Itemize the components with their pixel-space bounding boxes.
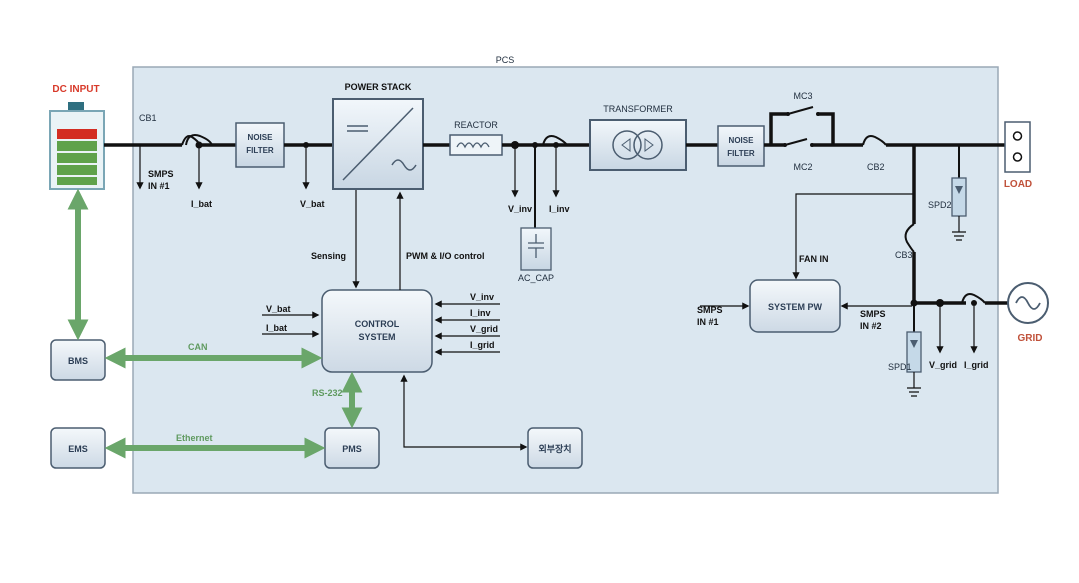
vinv-in-label: V_inv [470,292,494,302]
mc3-bypass-left [769,112,788,145]
transformer-icon [612,130,663,160]
load-socket-icon [1004,121,1031,173]
transformer-label: TRANSFORMER [603,104,673,114]
fan-in-line [792,193,914,280]
external-device-label: 외부장치 [538,443,571,454]
pcs-title: PCS [496,55,515,65]
load-label: LOAD [1004,179,1032,190]
vgrid-node [936,299,944,307]
system-pw-label: SYSTEM PW [768,302,823,312]
control-system-box [321,289,433,373]
cb2-breaker [862,135,887,146]
pwm-label: PWM & I/O control [406,251,485,261]
dc-input-label: DC INPUT [52,84,99,95]
spd2-label: SPD2 [928,200,952,210]
mc3-contact [787,106,814,115]
mc3-bypass-right [818,112,835,145]
vbat-label: V_bat [300,199,325,209]
can-label: CAN [188,342,208,352]
ems-label: EMS [68,444,88,454]
vbat-in-label: V_bat [266,304,291,314]
cb3-label: CB3 [895,250,913,260]
noise-filter-2-line2: FILTER [727,149,755,158]
spd1-ground-icon [907,372,921,397]
control-system-line2: SYSTEM [358,332,395,342]
bms-label: BMS [68,356,88,366]
noise-filter-2-line1: NOISE [729,136,755,145]
mc3-pin-left [786,112,790,116]
igrid-ct [961,293,986,304]
smps-in2-line2: IN #2 [860,321,882,331]
capacitor-icon [528,234,544,258]
noise-filter-2 [717,125,765,167]
noise-filter-1-line1: NOISE [248,133,274,142]
spd1-label: SPD1 [888,362,912,372]
ibat-ct [185,134,213,146]
noise-filter-1 [235,122,285,168]
iinv-in-label: I_inv [470,308,491,318]
cb3-breaker [904,223,915,253]
spd1-icon [910,340,918,348]
converter-icon [342,107,417,181]
iinv-node [553,142,559,148]
external-device-box [527,427,583,469]
ethernet-label: Ethernet [176,433,213,443]
ibat-node [195,141,203,149]
cb2-label: CB2 [867,162,885,172]
fan-in-label: FAN IN [799,254,829,264]
smps-left-line1: SMPS [148,169,174,179]
smps-left-line2: IN #1 [148,181,170,191]
system-pw-box [749,279,841,333]
vinv-node [511,141,519,149]
battery-icon [49,102,105,190]
mc3-label: MC3 [793,91,812,101]
spd2-icon [955,186,963,194]
vbat-node [303,142,309,148]
transformer-box [589,119,687,171]
rs232-label: RS-232 [312,388,343,398]
ibat-in-label: I_bat [266,323,287,333]
igrid-label: I_grid [964,360,989,370]
noise-filter-1-line2: FILTER [246,146,274,155]
vgrid-label: V_grid [929,360,957,370]
reactor-label: REACTOR [454,120,498,130]
control-system-line1: CONTROL [355,319,400,329]
igrid-in-label: I_grid [470,340,495,350]
vgrid-in-label: V_grid [470,324,498,334]
iinv-ct [542,135,568,146]
sensing-label: Sensing [311,251,346,261]
grid-label: GRID [1018,333,1043,344]
mc2-pin-left [783,143,787,147]
igrid-node [971,300,977,306]
spd2-ground-icon [952,216,966,241]
ac-cap-label: AC_CAP [518,273,554,283]
mc2-contact [784,138,808,146]
pms-label: PMS [342,444,362,454]
vinv-label: V_inv [508,204,532,214]
mc3-pin-right [816,112,820,116]
load-pin-bottom [1012,152,1023,162]
smps-in2-line1: SMPS [860,309,886,319]
cb1-label: CB1 [139,113,157,123]
load-pin-top [1012,131,1023,141]
smps-in1-line1: SMPS [697,305,723,315]
power-stack-label: POWER STACK [345,82,412,92]
smps-in1-line2: IN #1 [697,317,719,327]
mc2-label: MC2 [793,162,812,172]
spd2-box [951,177,967,217]
inductor-icon [456,142,490,149]
iinv-label: I_inv [549,204,570,214]
external-io-line [400,374,528,451]
sine-icon [1015,296,1041,310]
ibat-label: I_bat [191,199,212,209]
